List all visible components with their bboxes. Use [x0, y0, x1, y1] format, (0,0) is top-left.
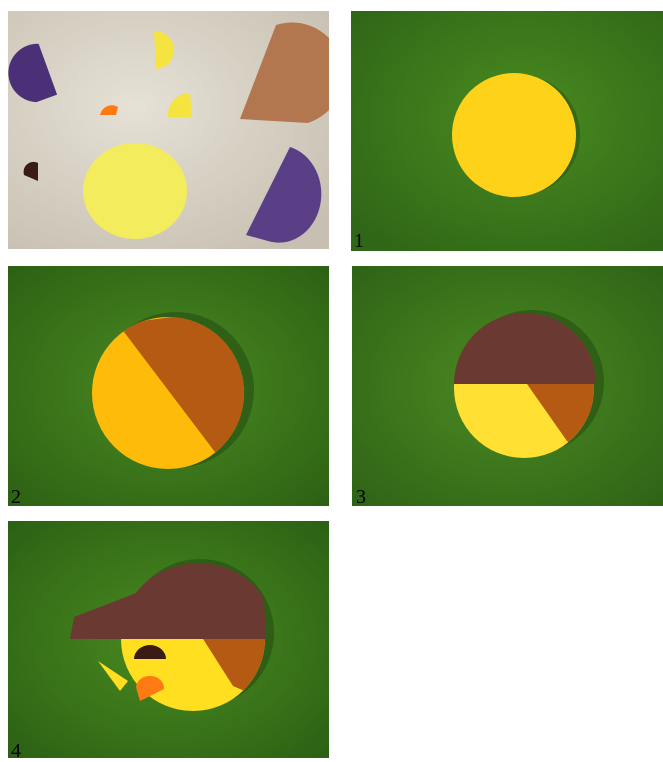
step-3-photo: [352, 266, 663, 506]
step-2-label: 2: [11, 487, 21, 507]
step-1-label: 1: [354, 231, 364, 251]
materials-illustration: [8, 11, 329, 249]
step-1-photo: [351, 11, 663, 251]
step-1-illustration: [351, 11, 663, 251]
step-4-photo: [8, 521, 329, 758]
step-4-label: 4: [11, 741, 21, 761]
materials-photo: [8, 11, 329, 249]
step-4-illustration: [8, 521, 329, 758]
step-3-label: 3: [356, 487, 366, 507]
step-2-illustration: [8, 266, 329, 506]
step-3-illustration: [352, 266, 663, 506]
step-2-photo: [8, 266, 329, 506]
